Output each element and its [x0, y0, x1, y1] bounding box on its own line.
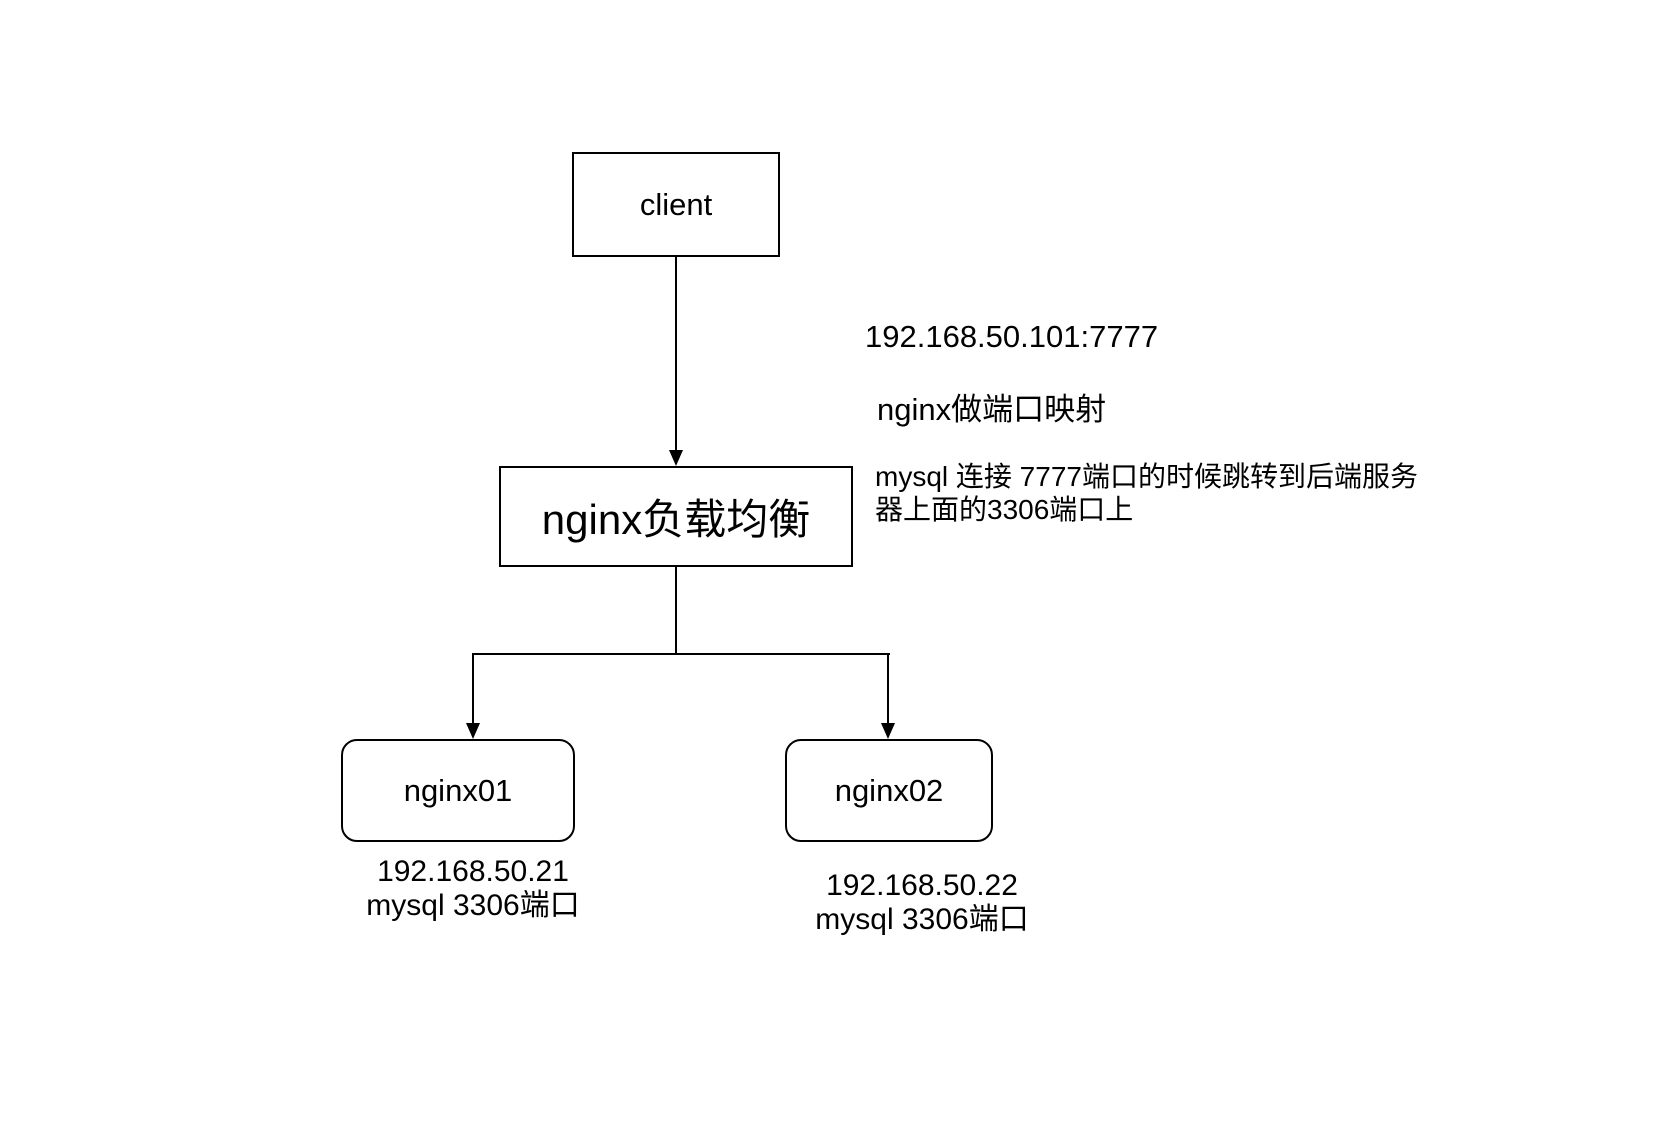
nginx01-ip-text: 192.168.50.21	[377, 855, 569, 888]
arrow-to-nginx01-head	[466, 723, 480, 739]
client-node: client	[572, 152, 780, 257]
mysql-note-annotation: mysql 连接 7777端口的时候跳转到后端服务 器上面的3306端口上	[875, 460, 1418, 526]
load-balancer-node-label: nginx负载均衡	[541, 496, 811, 543]
mysql-note-line1: mysql 连接 7777端口的时候跳转到后端服务	[875, 461, 1418, 492]
arrow-client-to-lb-line	[675, 257, 677, 451]
nginx01-address-label: 192.168.50.21 mysql 3306端口	[323, 855, 623, 923]
connector-trunk-line	[675, 567, 677, 655]
nginx02-node-label: nginx02	[834, 772, 944, 808]
arrow-client-to-lb-head	[669, 450, 683, 466]
arrow-to-nginx01-line	[472, 653, 474, 725]
arrow-to-nginx02-head	[881, 723, 895, 739]
endpoint-annotation: 192.168.50.101:7777	[865, 319, 1159, 354]
nginx02-address-label: 192.168.50.22 mysql 3306端口	[772, 869, 1072, 937]
nginx01-node: nginx01	[341, 739, 575, 842]
connector-split-line	[472, 653, 890, 655]
nginx02-node: nginx02	[785, 739, 993, 842]
nginx01-port-text: mysql 3306端口	[366, 889, 580, 922]
nginx01-node-label: nginx01	[403, 772, 513, 808]
arrow-to-nginx02-line	[887, 653, 889, 725]
mysql-note-line2: 器上面的3306端口上	[875, 494, 1134, 525]
client-node-label: client	[639, 186, 713, 222]
port-mapping-annotation: nginx做端口映射	[877, 392, 1107, 427]
nginx02-port-text: mysql 3306端口	[815, 903, 1029, 936]
nginx02-ip-text: 192.168.50.22	[826, 869, 1018, 902]
load-balancer-node: nginx负载均衡	[499, 466, 853, 567]
